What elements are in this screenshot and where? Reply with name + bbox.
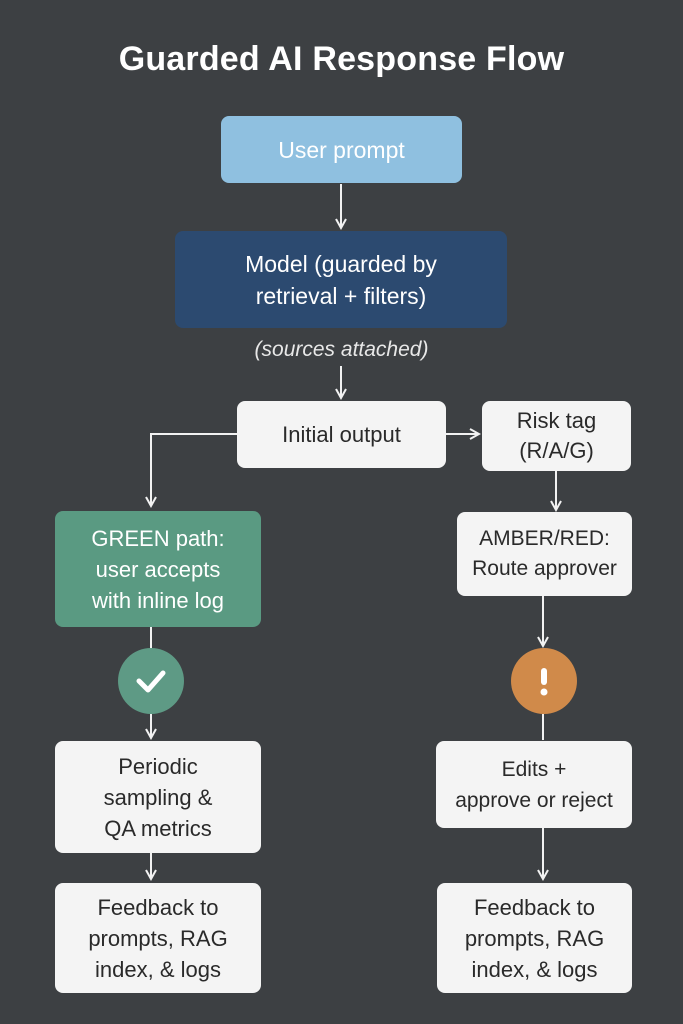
feedback-right-node: Feedback to prompts, RAG index, & logs: [437, 883, 632, 993]
exclamation-icon: [540, 668, 548, 696]
risk-tag-node: Risk tag (R/A/G): [482, 401, 631, 471]
model-node: Model (guarded by retrieval + filters): [175, 231, 507, 328]
periodic-sampling-node: Periodic sampling & QA metrics: [55, 741, 261, 853]
feedback-left-node: Feedback to prompts, RAG index, & logs: [55, 883, 261, 993]
arrow-output-to-green: [151, 433, 237, 506]
amber-red-node: AMBER/RED: Route approver: [457, 512, 632, 596]
edits-approve-node: Edits + approve or reject: [436, 741, 632, 828]
green-checkmark-badge: [118, 648, 184, 714]
user-prompt-node: User prompt: [221, 116, 462, 183]
sources-attached-caption: (sources attached): [254, 338, 429, 361]
diagram-title: Guarded AI Response Flow: [118, 40, 565, 78]
amber-alert-badge: [511, 648, 577, 714]
checkmark-icon: [136, 670, 166, 693]
initial-output-node: Initial output: [237, 401, 446, 468]
green-path-node: GREEN path: user accepts with inline log: [55, 511, 261, 627]
